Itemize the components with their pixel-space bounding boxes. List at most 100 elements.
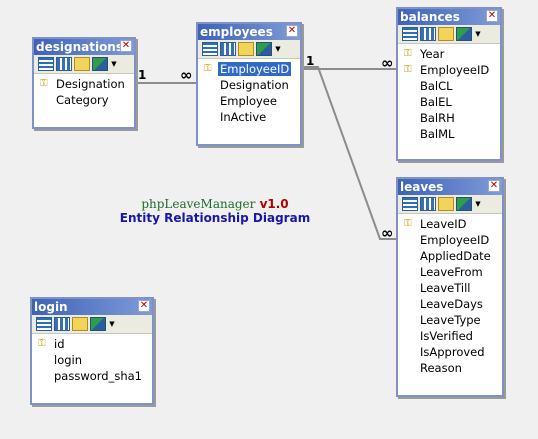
datasheet-icon[interactable] <box>38 57 54 71</box>
close-icon[interactable]: ✕ <box>488 180 500 192</box>
field-name: id <box>54 337 65 351</box>
field-name: InActive <box>220 110 267 124</box>
field-row[interactable]: login <box>32 352 152 368</box>
field-name: BalRH <box>420 111 455 125</box>
properties-icon[interactable] <box>438 27 454 41</box>
field-row[interactable]: AppliedDate <box>398 248 502 264</box>
field-row[interactable]: BalEL <box>398 94 500 110</box>
field-row[interactable]: LeaveFrom <box>398 264 502 280</box>
design-view-icon[interactable] <box>220 42 236 56</box>
datasheet-icon[interactable] <box>36 317 52 331</box>
insert-icon[interactable] <box>90 317 106 331</box>
field-row[interactable]: BalRH <box>398 110 500 126</box>
properties-icon[interactable] <box>74 57 90 71</box>
field-row[interactable]: ⚿ EmployeeID <box>198 61 300 77</box>
dropdown-icon[interactable]: ▼ <box>111 60 117 68</box>
field-name: BalEL <box>420 95 452 109</box>
dropdown-icon[interactable]: ▼ <box>475 30 481 38</box>
field-name: Designation <box>220 78 289 92</box>
field-row[interactable]: BalML <box>398 126 500 142</box>
field-row[interactable]: InActive <box>198 109 300 125</box>
field-row[interactable]: Designation <box>198 77 300 93</box>
properties-icon[interactable] <box>438 197 454 211</box>
datasheet-icon[interactable] <box>202 42 218 56</box>
table-toolbar: ▼ <box>398 195 502 214</box>
field-name: Category <box>56 93 109 107</box>
table-title-bar[interactable]: balances ✕ <box>398 9 500 25</box>
design-view-icon[interactable] <box>420 197 436 211</box>
key-icon: ⚿ <box>204 63 212 74</box>
cardinality-many: ∞ <box>180 66 193 84</box>
table-title-bar[interactable]: leaves ✕ <box>398 179 502 195</box>
key-icon: ⚿ <box>404 218 412 229</box>
field-row[interactable]: BalCL <box>398 78 500 94</box>
field-row[interactable]: ⚿Year <box>398 46 500 62</box>
field-row[interactable]: IsVerified <box>398 328 502 344</box>
datasheet-icon[interactable] <box>402 27 418 41</box>
field-row[interactable]: Category <box>34 92 134 108</box>
field-name: IsApproved <box>420 345 485 359</box>
close-icon[interactable]: ✕ <box>286 25 298 37</box>
field-row[interactable]: Reason <box>398 360 502 376</box>
diagram-caption: phpLeaveManager v1.0 Entity Relationship… <box>110 197 320 225</box>
close-icon[interactable]: ✕ <box>138 300 150 312</box>
close-icon[interactable]: ✕ <box>120 40 132 52</box>
table-toolbar: ▼ <box>198 40 300 59</box>
properties-icon[interactable] <box>72 317 88 331</box>
table-toolbar: ▼ <box>34 55 134 74</box>
insert-icon[interactable] <box>256 42 272 56</box>
field-name: EmployeeID <box>420 233 490 247</box>
field-name: EmployeeID <box>218 62 292 76</box>
properties-icon[interactable] <box>238 42 254 56</box>
insert-icon[interactable] <box>456 27 472 41</box>
key-icon: ⚿ <box>404 64 412 75</box>
field-row[interactable]: Employee <box>198 93 300 109</box>
field-name: AppliedDate <box>420 249 491 263</box>
insert-icon[interactable] <box>92 57 108 71</box>
field-row[interactable]: LeaveType <box>398 312 502 328</box>
field-name: Designation <box>56 77 125 91</box>
field-row[interactable]: ⚿EmployeeID <box>398 62 500 78</box>
table-title-bar[interactable]: designations✕ <box>34 39 134 55</box>
datasheet-icon[interactable] <box>402 197 418 211</box>
field-row[interactable]: LeaveDays <box>398 296 502 312</box>
field-row[interactable]: LeaveTill <box>398 280 502 296</box>
table-title: leaves <box>400 180 444 194</box>
dropdown-icon[interactable]: ▼ <box>109 320 115 328</box>
design-view-icon[interactable] <box>54 317 70 331</box>
field-row[interactable]: EmployeeID <box>398 232 502 248</box>
table-title-bar[interactable]: login✕ <box>32 299 152 315</box>
dropdown-icon[interactable]: ▼ <box>475 200 481 208</box>
field-row[interactable]: IsApproved <box>398 344 502 360</box>
table-title: designations <box>36 40 123 54</box>
close-icon[interactable]: ✕ <box>486 10 498 22</box>
design-view-icon[interactable] <box>56 57 72 71</box>
field-name: IsVerified <box>420 329 473 343</box>
field-row[interactable]: ⚿LeaveID <box>398 216 502 232</box>
field-row[interactable]: ⚿Designation <box>34 76 134 92</box>
field-name: LeaveFrom <box>420 265 483 279</box>
key-icon: ⚿ <box>404 48 412 59</box>
field-name: LeaveTill <box>420 281 471 295</box>
table-title: balances <box>400 10 460 24</box>
insert-icon[interactable] <box>456 197 472 211</box>
field-name: LeaveType <box>420 313 481 327</box>
table-title-bar[interactable]: employees✕ <box>198 24 300 40</box>
table-toolbar: ▼ <box>398 25 500 44</box>
dropdown-icon[interactable]: ▼ <box>275 45 281 53</box>
cardinality-many: ∞ <box>381 54 394 72</box>
field-name: BalCL <box>420 79 453 93</box>
field-row[interactable]: ⚿ id <box>32 336 152 352</box>
design-view-icon[interactable] <box>420 27 436 41</box>
key-icon: ⚿ <box>38 338 46 349</box>
field-row[interactable]: password_sha1 <box>32 368 152 384</box>
